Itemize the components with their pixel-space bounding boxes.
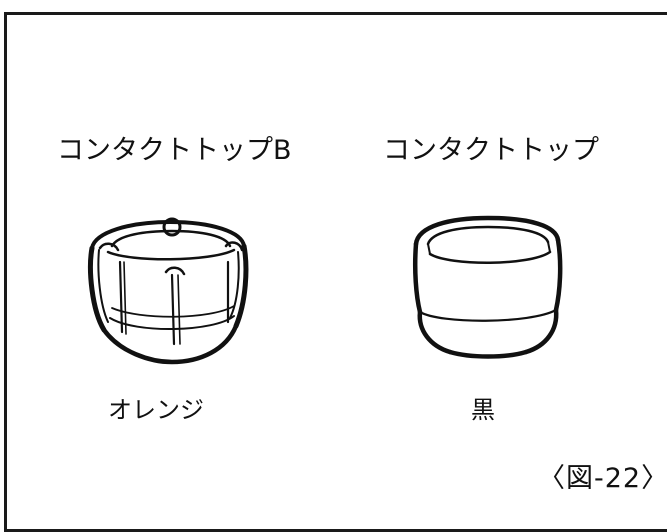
contact-top-b-color-label: オレンジ: [108, 396, 204, 424]
figure-number: 〈図-22〉: [538, 463, 667, 494]
contact-top-title: コンタクトトップ: [383, 135, 599, 166]
contact-top-drawing: [412, 215, 563, 359]
contact-top-b-drawing: [88, 217, 249, 365]
contact-top-color-label: 黒: [471, 396, 495, 424]
parts-illustration: [88, 215, 563, 365]
contact-top-b-title: コンタクトトップB: [57, 135, 292, 166]
